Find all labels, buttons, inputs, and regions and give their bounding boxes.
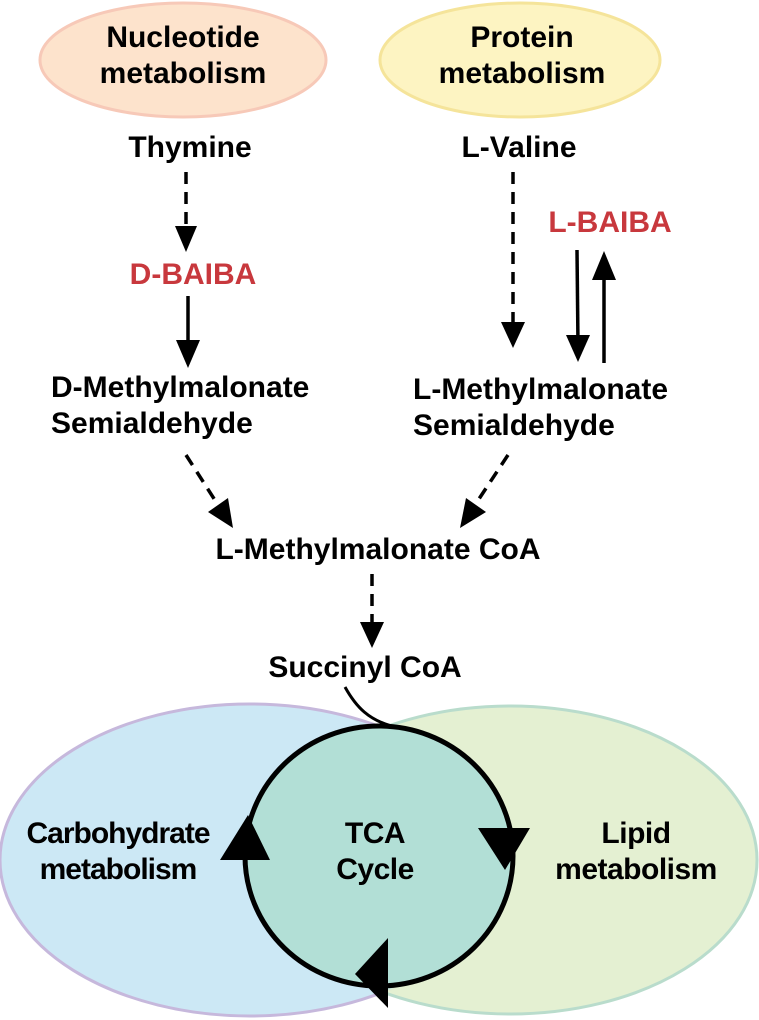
- d-mmsa-line1: D-Methylmalonate: [51, 371, 310, 404]
- arrowhead-l-mmsa-baiba: [566, 335, 590, 362]
- l-mmsa-line2: Semialdehyde: [413, 409, 615, 442]
- tca-arrowhead-right: [478, 828, 530, 870]
- tca-arrowhead-bottom: [355, 938, 388, 1008]
- node-l-methylmalonate-coa: L-Methylmalonate CoA: [215, 533, 541, 566]
- arrow-l-mmsa-to-l-mm-coa: [471, 454, 510, 509]
- nucleotide-metabolism-label: Nucleotide metabolism: [100, 20, 267, 92]
- node-succinyl-coa: Succinyl CoA: [268, 651, 462, 684]
- arrowhead-succinyl-coa: [360, 622, 384, 648]
- arrowhead-l-mmsa-valine: [501, 322, 525, 348]
- node-d-methylmalonate-semialdehyde: D-Methylmalonate Semialdehyde: [51, 370, 309, 442]
- protein-metabolism-label: Protein metabolism: [439, 20, 606, 92]
- carb-label-line2: metabolism: [39, 853, 198, 886]
- node-l-valine: L-Valine: [461, 131, 577, 164]
- arrow-l-baiba-to-l-mmsa: [575, 249, 580, 346]
- nucleotide-metabolism-ellipse: [38, 1, 328, 119]
- tca-label-line1: TCA: [344, 817, 406, 850]
- carbohydrate-metabolism-label: Carbohydrate metabolism: [26, 816, 210, 888]
- protein-label-line2: metabolism: [438, 57, 606, 90]
- arrowhead-d-mmsa: [176, 340, 200, 368]
- lipid-label-line2: metabolism: [555, 853, 717, 886]
- arrow-d-mmsa-to-l-mm-coa: [184, 454, 222, 509]
- arrowhead-l-baiba: [592, 251, 616, 280]
- node-d-baiba: D-BAIBA: [129, 258, 257, 291]
- tca-arrowhead-left: [220, 815, 270, 860]
- lipid-label-line1: Lipid: [601, 817, 671, 850]
- arrowhead-d-baiba: [175, 226, 197, 252]
- node-l-baiba: L-BAIBA: [548, 206, 672, 239]
- nucleotide-label-line2: metabolism: [99, 57, 267, 90]
- protein-metabolism-ellipse: [378, 1, 662, 119]
- arrowhead-l-mm-coa-right: [460, 498, 486, 528]
- protein-label-line1: Protein: [470, 21, 574, 54]
- node-l-methylmalonate-semialdehyde: L-Methylmalonate Semialdehyde: [413, 372, 668, 444]
- tca-label-line2: Cycle: [336, 853, 414, 886]
- tca-cycle-label: TCA Cycle: [336, 816, 414, 888]
- carb-label-line1: Carbohydrate: [26, 817, 210, 850]
- succinyl-to-tca-connector: [343, 686, 401, 730]
- d-mmsa-line2: Semialdehyde: [51, 407, 253, 440]
- l-mmsa-line1: L-Methylmalonate: [413, 373, 669, 406]
- nucleotide-label-line1: Nucleotide: [106, 21, 260, 54]
- lipid-metabolism-label: Lipid metabolism: [555, 816, 717, 888]
- node-thymine: Thymine: [128, 131, 252, 164]
- arrowhead-l-mm-coa-left: [208, 498, 233, 528]
